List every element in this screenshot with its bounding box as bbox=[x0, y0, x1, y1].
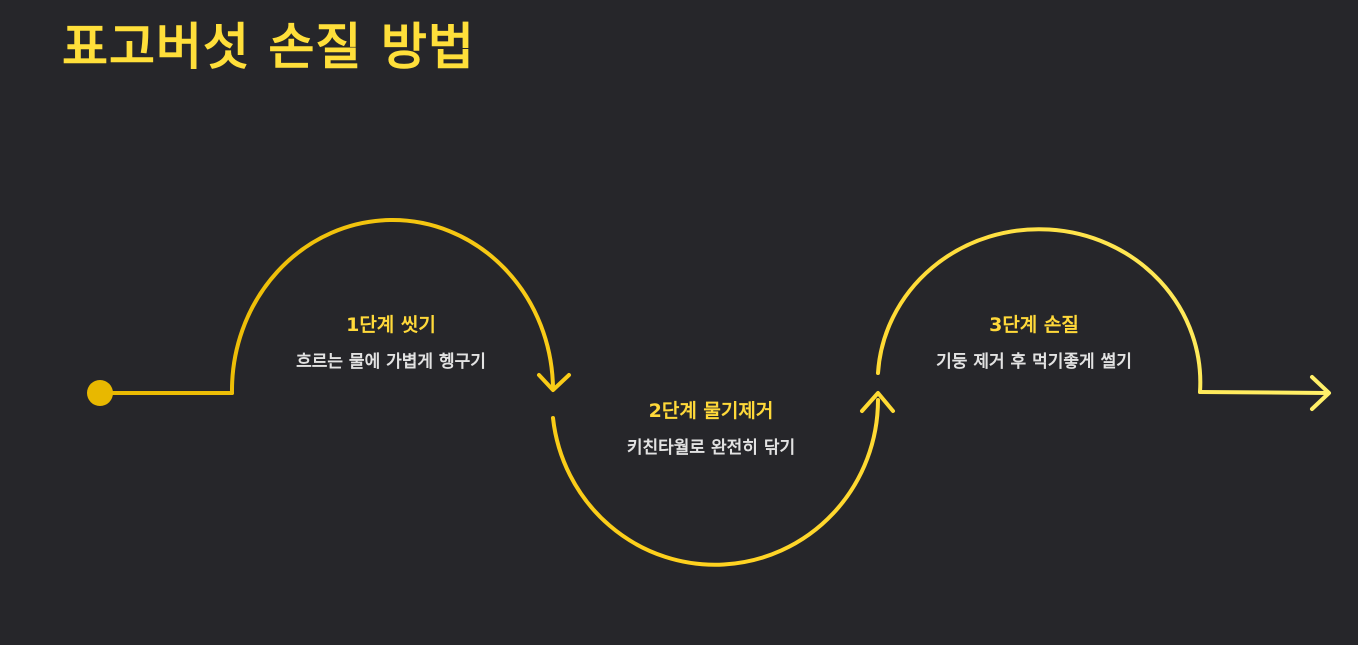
step-1-description: 흐르는 물에 가볍게 헹구기 bbox=[296, 352, 486, 372]
step-1: 1단계 씻기 흐르는 물에 가볍게 헹구기 bbox=[241, 312, 541, 374]
step-1-title: 1단계 씻기 bbox=[346, 314, 436, 336]
step-3-title: 3단계 손질 bbox=[989, 314, 1079, 336]
step-3: 3단계 손질 기둥 제거 후 먹기좋게 썰기 bbox=[884, 312, 1184, 374]
arrow-right-icon bbox=[1310, 375, 1331, 411]
page-title: 표고버섯 손질 방법 bbox=[62, 18, 475, 76]
step-2-description: 키친타월로 완전히 닦기 bbox=[626, 438, 796, 458]
arc-step-2 bbox=[551, 398, 880, 567]
arrow-head-down-icon bbox=[537, 373, 571, 392]
arrow-head-up-icon bbox=[860, 391, 895, 413]
step-2-title: 2단계 물기제거 bbox=[648, 400, 774, 422]
end-connector-line bbox=[1198, 390, 1330, 395]
arc-step-1 bbox=[229, 217, 555, 395]
arc-step-3 bbox=[876, 227, 1203, 394]
step-2: 2단계 물기제거 키친타월로 완전히 닦기 bbox=[561, 398, 861, 460]
start-dot bbox=[87, 380, 113, 406]
step-3-description: 기둥 제거 후 먹기좋게 썰기 bbox=[936, 352, 1132, 372]
